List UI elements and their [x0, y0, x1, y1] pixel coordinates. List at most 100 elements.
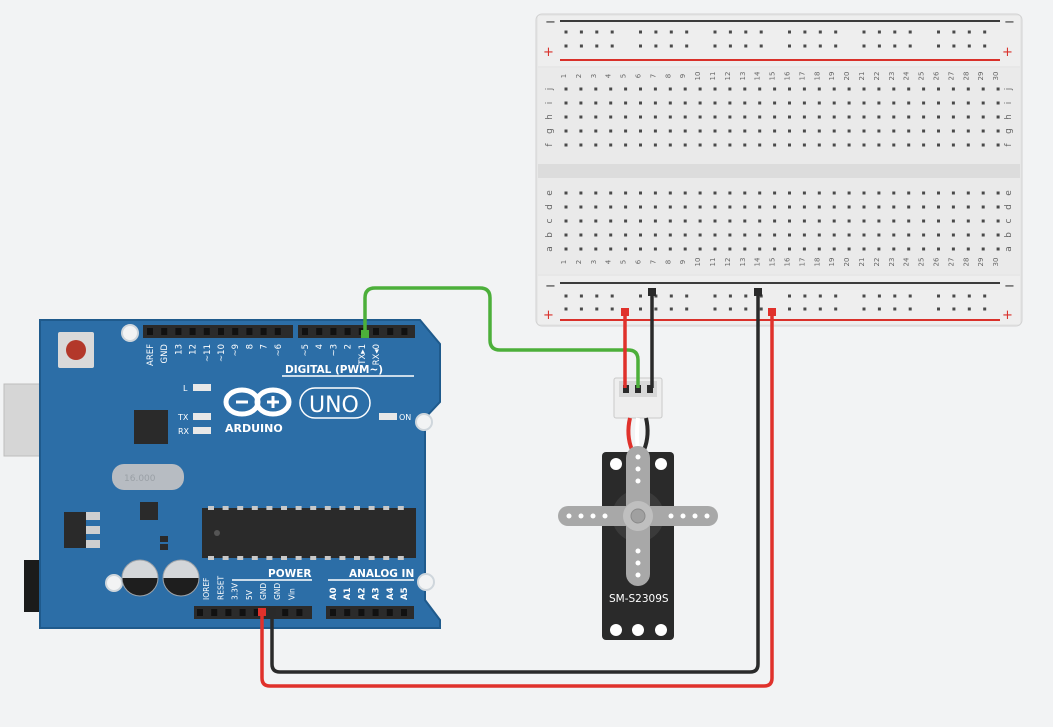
terminal-hole[interactable]	[788, 205, 791, 209]
terminal-hole[interactable]	[773, 205, 777, 209]
terminal-hole[interactable]	[713, 129, 717, 133]
terminal-hole[interactable]	[713, 87, 717, 91]
terminal-hole[interactable]	[728, 115, 732, 119]
header-pin[interactable]	[372, 609, 379, 616]
terminal-hole[interactable]	[698, 129, 702, 133]
terminal-hole[interactable]	[907, 115, 911, 119]
terminal-hole[interactable]	[713, 191, 717, 195]
rail-hole[interactable]	[937, 307, 940, 311]
terminal-hole[interactable]	[624, 205, 628, 209]
terminal-hole[interactable]	[564, 219, 568, 223]
header-pin[interactable]	[386, 609, 393, 616]
rail-hole[interactable]	[967, 44, 971, 48]
terminal-hole[interactable]	[609, 247, 613, 251]
terminal-hole[interactable]	[668, 233, 672, 237]
terminal-hole[interactable]	[996, 143, 1000, 147]
rail-hole[interactable]	[803, 30, 807, 34]
terminal-hole[interactable]	[877, 101, 881, 105]
terminal-hole[interactable]	[847, 247, 851, 251]
terminal-hole[interactable]	[743, 87, 747, 91]
header-pin[interactable]	[246, 328, 253, 335]
terminal-hole[interactable]	[713, 143, 717, 147]
terminal-hole[interactable]	[564, 101, 568, 105]
terminal-hole[interactable]	[922, 87, 926, 91]
terminal-hole[interactable]	[653, 129, 657, 133]
rail-hole[interactable]	[579, 307, 583, 311]
rail-hole[interactable]	[744, 307, 748, 311]
terminal-hole[interactable]	[937, 143, 940, 147]
terminal-hole[interactable]	[996, 205, 1000, 209]
terminal-hole[interactable]	[907, 247, 911, 251]
header-pin[interactable]	[260, 328, 267, 335]
rail-hole[interactable]	[579, 294, 583, 298]
terminal-hole[interactable]	[847, 129, 851, 133]
rail-hole[interactable]	[788, 44, 791, 48]
terminal-hole[interactable]	[773, 129, 777, 133]
rail-hole[interactable]	[639, 30, 642, 34]
terminal-hole[interactable]	[907, 101, 911, 105]
rail-hole[interactable]	[685, 30, 689, 34]
header-pin[interactable]	[239, 609, 246, 616]
header-pin[interactable]	[211, 609, 218, 616]
terminal-hole[interactable]	[832, 143, 836, 147]
rail-hole[interactable]	[595, 294, 599, 298]
rail-hole[interactable]	[893, 30, 897, 34]
terminal-hole[interactable]	[877, 233, 881, 237]
rail-hole[interactable]	[952, 30, 956, 34]
terminal-hole[interactable]	[758, 87, 762, 91]
header-pin[interactable]	[197, 609, 203, 616]
terminal-hole[interactable]	[639, 101, 642, 105]
terminal-hole[interactable]	[728, 129, 732, 133]
rail-hole[interactable]	[908, 30, 912, 34]
terminal-hole[interactable]	[847, 205, 851, 209]
terminal-hole[interactable]	[892, 87, 896, 91]
terminal-hole[interactable]	[802, 219, 806, 223]
terminal-hole[interactable]	[683, 101, 687, 105]
rail-hole[interactable]	[564, 44, 568, 48]
servo-horn[interactable]	[558, 446, 718, 586]
terminal-hole[interactable]	[639, 247, 642, 251]
servo-motor[interactable]: SM-S2309S	[558, 377, 718, 640]
terminal-hole[interactable]	[802, 87, 806, 91]
rail-hole[interactable]	[788, 307, 791, 311]
terminal-hole[interactable]	[594, 247, 598, 251]
header-pin[interactable]	[387, 328, 394, 335]
terminal-hole[interactable]	[832, 205, 836, 209]
rail-hole[interactable]	[728, 294, 732, 298]
terminal-hole[interactable]	[683, 205, 687, 209]
terminal-hole[interactable]	[713, 219, 717, 223]
rail-holes-top[interactable]	[564, 30, 987, 48]
terminal-hole[interactable]	[579, 87, 583, 91]
rail-hole[interactable]	[685, 307, 689, 311]
header-pin[interactable]	[282, 609, 289, 616]
terminal-hole[interactable]	[966, 219, 970, 223]
terminal-hole[interactable]	[639, 233, 642, 237]
terminal-hole[interactable]	[907, 233, 911, 237]
terminal-hole[interactable]	[966, 87, 970, 91]
terminal-hole[interactable]	[609, 219, 613, 223]
terminal-hole[interactable]	[877, 247, 881, 251]
terminal-hole[interactable]	[773, 143, 777, 147]
terminal-hole[interactable]	[951, 205, 955, 209]
terminal-hole[interactable]	[683, 247, 687, 251]
terminal-hole[interactable]	[966, 129, 970, 133]
terminal-hole[interactable]	[653, 101, 657, 105]
header-pin[interactable]	[225, 609, 232, 616]
header-pin[interactable]	[189, 328, 196, 335]
rail-hole[interactable]	[908, 44, 912, 48]
terminal-hole[interactable]	[907, 143, 911, 147]
rail-hole[interactable]	[788, 30, 791, 34]
terminal-hole[interactable]	[609, 87, 613, 91]
header-pin[interactable]	[175, 328, 182, 335]
rail-hole[interactable]	[893, 294, 897, 298]
terminal-hole[interactable]	[624, 129, 628, 133]
terminal-hole[interactable]	[668, 115, 672, 119]
terminal-hole[interactable]	[788, 87, 791, 91]
terminal-hole[interactable]	[802, 143, 806, 147]
rail-hole[interactable]	[610, 307, 614, 311]
terminal-hole[interactable]	[996, 87, 1000, 91]
header-pin[interactable]	[358, 609, 365, 616]
rail-hole[interactable]	[862, 30, 866, 34]
terminal-hole[interactable]	[981, 205, 985, 209]
